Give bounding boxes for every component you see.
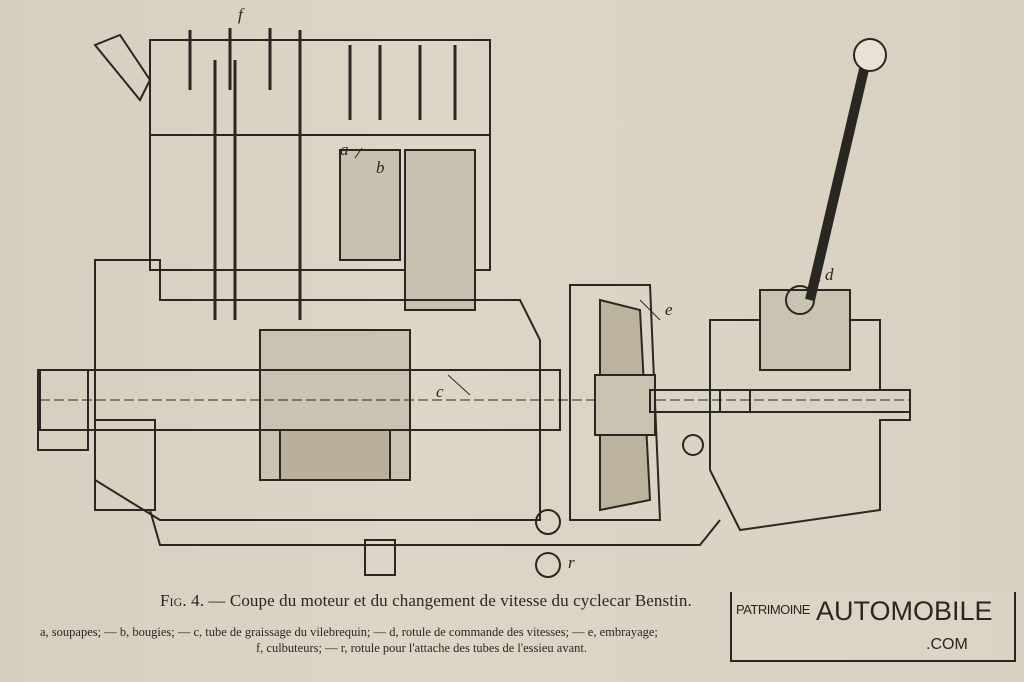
gear-lever-knob [853, 38, 887, 72]
label-c: c [436, 382, 444, 401]
oil-sump [149, 509, 721, 546]
figure-number: Fig. 4. [160, 591, 205, 610]
gear-lever [805, 63, 870, 302]
label-a: a [340, 140, 349, 159]
label-f: f [238, 5, 243, 24]
rocker-arms [188, 28, 457, 120]
label-d: d [825, 265, 834, 284]
figure-title: — Coupe du moteur et du changement de vi… [204, 591, 692, 610]
watermark-logo: PATRIMOINE AUTOMOBILE .COM [730, 592, 1016, 662]
figure-legend-line-2: f, culbuteurs; — r, rotule pour l'attach… [256, 641, 587, 655]
watermark-main: AUTOMOBILE [816, 596, 993, 626]
watermark-suffix: .COM [926, 636, 968, 653]
intake-pipe [93, 33, 152, 102]
axle-ball-joint [535, 552, 561, 578]
shaft [649, 389, 751, 413]
label-e: e [665, 300, 673, 319]
watermark-prefix: PATRIMOINE [736, 602, 810, 617]
cylinder-block [149, 39, 491, 271]
gearbox [709, 319, 911, 532]
figure-caption: Fig. 4. — Coupe du moteur et du changeme… [160, 591, 692, 611]
label-b: b [376, 158, 385, 177]
clutch-housing [569, 284, 662, 521]
figure-legend-line-1: a, soupapes; — b, bougies; — c, tube de … [40, 625, 658, 639]
label-r: r [568, 553, 575, 572]
front-axle-socket [364, 539, 396, 576]
crankcase [94, 259, 541, 521]
